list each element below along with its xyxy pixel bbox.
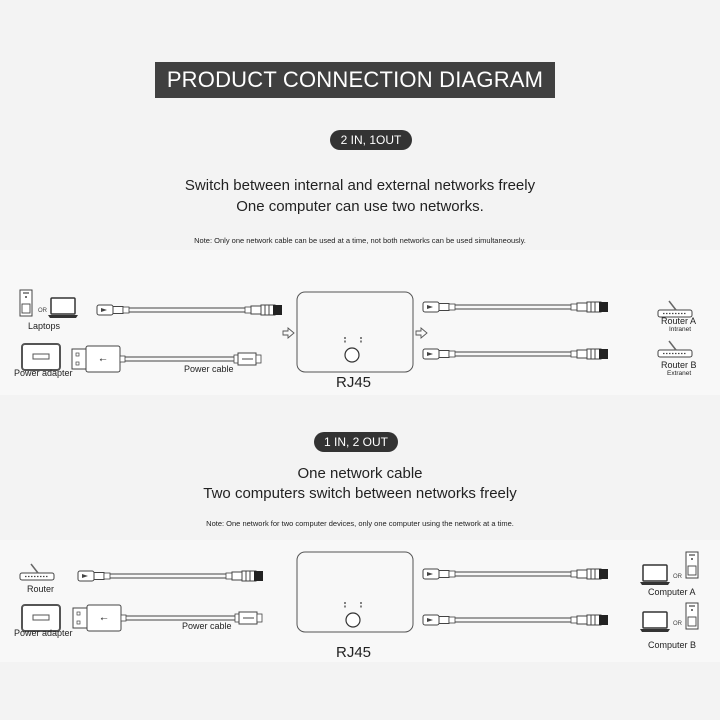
router-b-sublabel: Extranet (667, 370, 692, 377)
router-b-icon (657, 340, 693, 358)
section1-note: Note: Only one network cable can be used… (194, 236, 526, 245)
ethernet-cable-out-a (422, 568, 609, 580)
ethernet-cable-out-b (422, 614, 609, 626)
page-title: PRODUCT CONNECTION DIAGRAM (155, 62, 555, 98)
svg-text:OR: OR (673, 621, 683, 627)
ethernet-cable-out-b (422, 348, 609, 360)
svg-text:OR: OR (38, 308, 48, 314)
section2-diagram: OR OR Router Power adapter Power cable C… (0, 540, 720, 662)
arrow-right-icon (282, 327, 295, 339)
ethernet-cable-out-a (422, 301, 609, 313)
mode-badge-1in-2out: 1 IN, 2 OUT (314, 432, 398, 452)
laptop-icon (639, 564, 671, 586)
power-cable-label: Power cable (184, 364, 234, 374)
ethernet-cable-in (96, 304, 283, 316)
laptop-icon (47, 297, 79, 319)
computer-b-label: Computer B (648, 640, 697, 650)
rj45-label: RJ45 (336, 374, 372, 391)
router-icon (19, 563, 55, 581)
usb-power-cable (72, 604, 263, 632)
section2-note: Note: One network for two computer devic… (206, 519, 514, 528)
router-a-sublabel: Intranet (669, 326, 692, 333)
tower-icon (19, 289, 33, 317)
power-cable-label: Power cable (182, 621, 232, 631)
section1-diagram-drawing: OR (19, 289, 693, 373)
rj45-label: RJ45 (336, 644, 372, 661)
section1-headline-1: Switch between internal and external net… (184, 177, 536, 194)
tower-icon (685, 551, 699, 579)
svg-text:OR: OR (673, 574, 683, 580)
power-adapter-label: Power adapter (14, 628, 73, 638)
power-adapter-label: Power adapter (14, 368, 73, 378)
section1-headline-2: One computer can use two networks. (236, 198, 484, 215)
router-b-label: Router B (661, 360, 697, 370)
mode-badge-2in-1out: 2 IN, 1OUT (330, 130, 412, 150)
router-a-icon (657, 300, 693, 318)
rj45-switch-box (296, 551, 414, 633)
rj45-switch-box (296, 291, 414, 373)
switch-button (345, 612, 361, 628)
arrow-right-icon (415, 327, 428, 339)
ethernet-cable-in (77, 570, 264, 582)
laptops-label: Laptops (28, 321, 61, 331)
router-a-label: Router A (661, 316, 697, 326)
tower-icon (685, 602, 699, 630)
section2-headline-2: Two computers switch between networks fr… (203, 485, 517, 502)
section2-headline-1: One network cable (297, 465, 423, 482)
section2-diagram-drawing: OR OR (19, 551, 699, 633)
power-adapter-icon (21, 343, 61, 371)
laptop-icon (639, 611, 671, 633)
switch-button (344, 347, 360, 363)
computer-a-label: Computer A (648, 587, 696, 597)
router-label: Router (27, 584, 55, 594)
section1-diagram: OR Laptops Power adapter Power cable RJ4… (0, 250, 720, 395)
